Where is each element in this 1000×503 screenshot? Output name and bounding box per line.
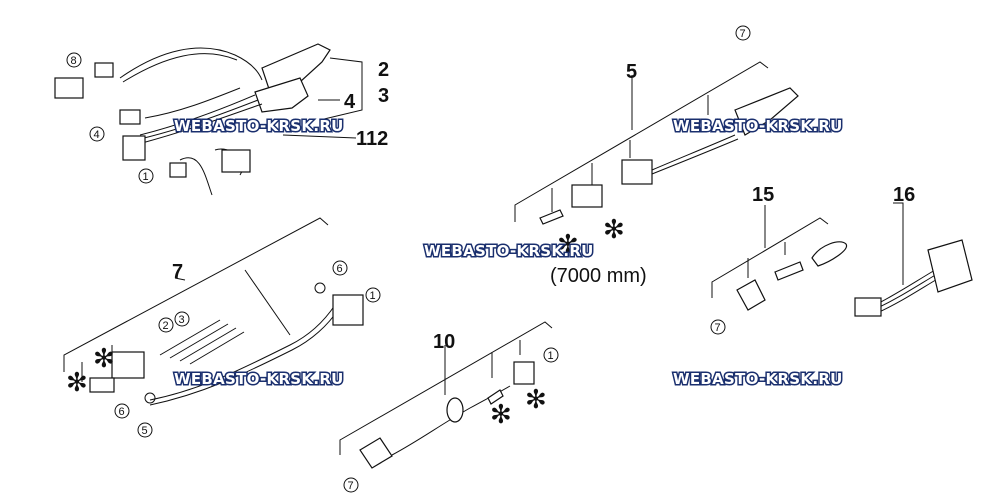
- control-unit-base-part: [254, 77, 309, 113]
- star-7b: ✻: [66, 368, 88, 398]
- connector-5b-part: [571, 184, 603, 208]
- callout-3: 3: [179, 314, 185, 326]
- connector-1-part: [169, 162, 187, 178]
- multi-pin-connector-part: [122, 135, 146, 161]
- star-5b: ✻: [557, 230, 579, 260]
- label-112: 112: [356, 128, 388, 150]
- connector-10b-part: [513, 361, 535, 385]
- connector-10-part: [359, 437, 393, 469]
- watermark-5: WEBASTO-KRSK.RU: [673, 370, 843, 388]
- harness-group-7: 7 6 1 2 3 6 5 ✻ ✻: [63, 217, 381, 438]
- harness-group-16: 16: [854, 184, 973, 317]
- star-5a: ✻: [603, 215, 625, 245]
- connector-16b-part: [854, 297, 882, 317]
- lamp-socket-part: [736, 279, 766, 311]
- control-unit-5-part: [734, 87, 799, 136]
- grommet-part: [446, 397, 464, 423]
- label-7: 7: [172, 261, 183, 283]
- callout-1-top: 1: [143, 171, 149, 183]
- relay-part: [54, 77, 84, 99]
- callout-1-c: 1: [548, 350, 554, 362]
- label-4: 4: [344, 91, 356, 113]
- harness-group-5: 5 7 ✻ ✻ (7000 mm): [514, 25, 799, 287]
- connector-7-part: [332, 294, 364, 326]
- connector-7b-part: [111, 351, 145, 379]
- label-3: 3: [378, 85, 389, 107]
- star-10b: ✻: [525, 385, 547, 415]
- connector-5-part: [621, 159, 653, 185]
- harness-group-2-3-4-112: 2 3 4 112 8 4 1: [54, 43, 389, 196]
- callout-7-c: 7: [715, 322, 721, 334]
- length-note: (7000 mm): [550, 265, 647, 287]
- fuse-holder-part: [221, 149, 251, 173]
- callout-8: 8: [71, 55, 77, 67]
- harness-group-10: 10 1 7 ✻ ✻: [339, 321, 559, 493]
- callout-6-b: 6: [119, 406, 125, 418]
- label-10: 10: [433, 331, 455, 353]
- watermark-3: WEBASTO-KRSK.RU: [424, 242, 594, 260]
- callout-6-a: 6: [337, 263, 343, 275]
- terminal-5-part: [539, 209, 564, 225]
- terminal-10-part: [487, 389, 504, 405]
- label-15: 15: [752, 184, 774, 206]
- label-2: 2: [378, 59, 389, 81]
- star-10a: ✻: [490, 400, 512, 430]
- watermark-1: WEBASTO-KRSK.RU: [174, 117, 344, 135]
- connector-16-part: [927, 239, 973, 293]
- connector-8-part: [94, 62, 114, 78]
- callout-4: 4: [94, 129, 100, 141]
- callout-7-b: 7: [348, 480, 354, 492]
- callout-5: 5: [142, 425, 148, 437]
- callout-7-top: 7: [740, 28, 746, 40]
- connector-4-part: [119, 109, 141, 125]
- star-7a: ✻: [93, 344, 115, 374]
- watermark-4: WEBASTO-KRSK.RU: [174, 370, 344, 388]
- harness-group-15: 15 7: [710, 184, 848, 335]
- label-16: 16: [893, 184, 915, 206]
- label-5: 5: [626, 61, 637, 83]
- callout-2: 2: [163, 320, 169, 332]
- bulb-part: [811, 241, 848, 267]
- watermark-2: WEBASTO-KRSK.RU: [673, 117, 843, 135]
- callout-1-b: 1: [370, 290, 376, 302]
- connector-7c-part: [89, 377, 115, 393]
- clip-part: [774, 261, 804, 281]
